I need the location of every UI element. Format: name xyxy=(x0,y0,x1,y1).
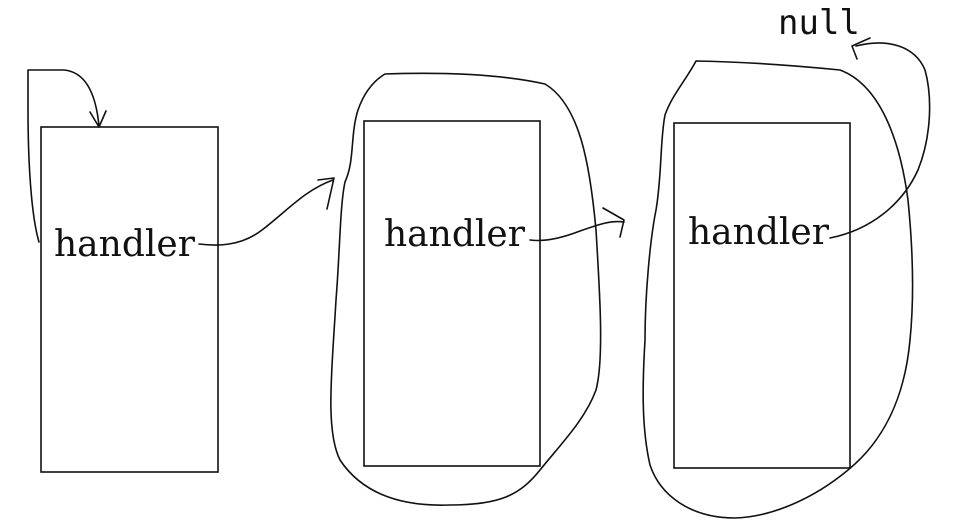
arrow-3-to-null xyxy=(829,42,931,239)
handler-label-3: handler xyxy=(688,212,830,253)
handler-label-1: handler xyxy=(54,224,196,265)
handler-outline-3 xyxy=(642,60,914,519)
null-label: null xyxy=(778,3,860,43)
entry-loop-arrowhead xyxy=(89,110,107,128)
handler-box-1 xyxy=(40,126,219,473)
handler-outline-2 xyxy=(330,72,602,506)
arrow-3-to-null-head xyxy=(851,37,871,60)
arrow-1-to-2-head xyxy=(317,177,335,210)
handler-box-2 xyxy=(363,120,541,467)
handler-label-2: handler xyxy=(384,214,526,255)
entry-loop-arrow xyxy=(27,69,100,243)
arrow-2-to-3-head xyxy=(602,207,625,238)
arrow-1-to-2 xyxy=(198,179,334,246)
handler-node-2: handler xyxy=(330,72,602,506)
handler-node-1: handler xyxy=(40,126,219,473)
handler-node-3: handler xyxy=(642,60,914,519)
handler-box-3 xyxy=(673,122,851,469)
arrow-2-to-3 xyxy=(529,220,625,242)
